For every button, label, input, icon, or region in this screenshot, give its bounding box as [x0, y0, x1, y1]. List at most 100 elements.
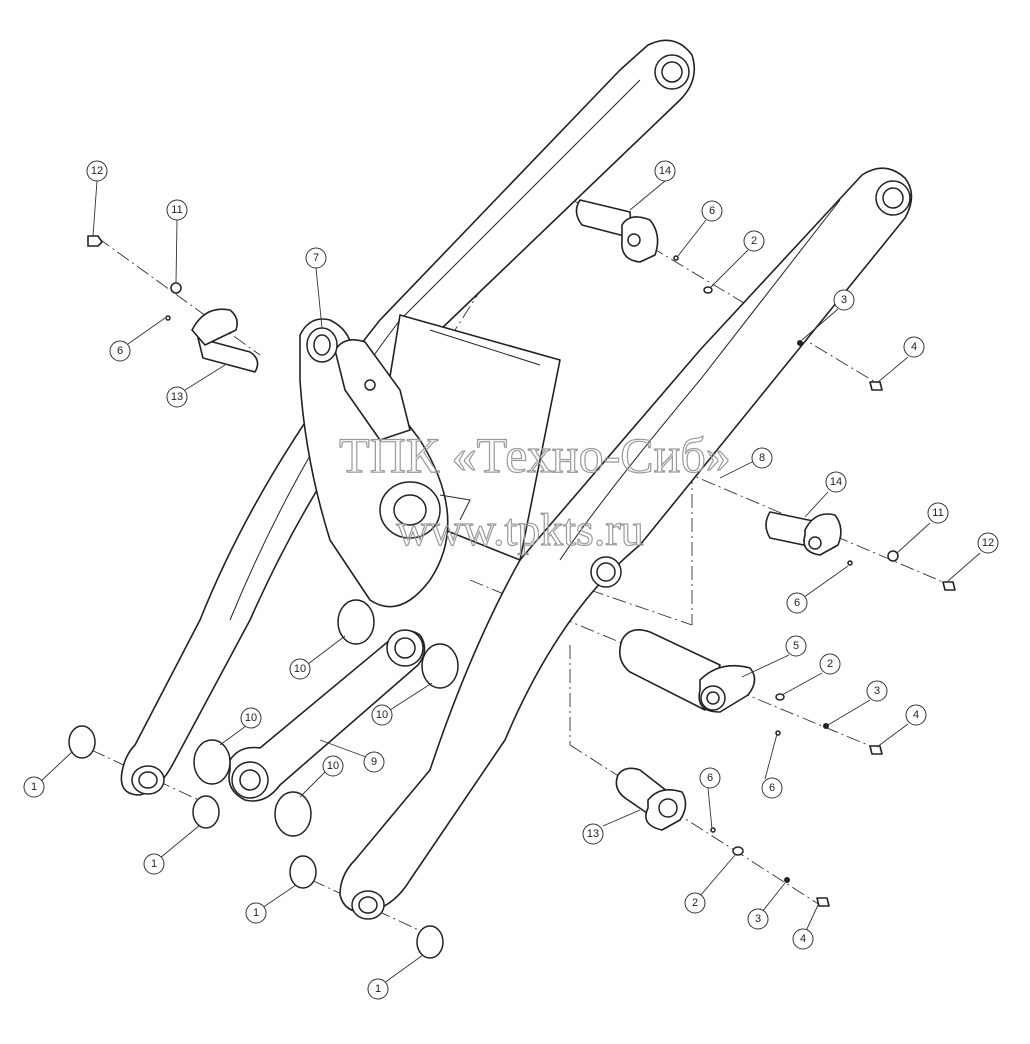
svg-text:10: 10: [294, 663, 306, 675]
svg-text:11: 11: [171, 204, 182, 216]
seal-rings: [68, 599, 459, 959]
bellcrank: [299, 318, 471, 608]
seal-ring-10a: [337, 599, 375, 645]
callout-2b: 2: [819, 653, 841, 675]
callouts: 12 11 6 13 7 14 6 2 3 4 8 14 11 12 6 5 2…: [23, 160, 999, 1000]
washer-6b: [673, 255, 679, 261]
right-boom-arm: [339, 167, 913, 920]
callout-13a: 13: [166, 386, 188, 408]
callout-4b: 4: [905, 704, 927, 726]
svg-text:9: 9: [371, 756, 377, 768]
link-arm: [228, 629, 426, 802]
svg-text:3: 3: [874, 685, 880, 697]
svg-text:12: 12: [91, 165, 103, 177]
callout-8: 8: [751, 447, 773, 469]
svg-text:10: 10: [376, 709, 388, 721]
callout-10b: 10: [371, 704, 393, 726]
watermark-line1: ТПК «Техно-Сиб»: [339, 427, 731, 483]
nut-11a: [170, 282, 182, 294]
washer-2a: [703, 286, 713, 294]
svg-text:6: 6: [707, 772, 713, 784]
svg-text:14: 14: [659, 165, 671, 177]
nut-3b: [823, 723, 829, 729]
bolt-12a: [87, 235, 103, 247]
bolt-4a: [869, 381, 883, 391]
callout-1b: 1: [143, 853, 165, 875]
svg-text:2: 2: [751, 235, 757, 247]
callout-6b: 6: [701, 200, 723, 222]
callout-1c: 1: [245, 902, 267, 924]
seal-ring-1c: [289, 855, 317, 889]
callout-11a: 11: [166, 199, 188, 221]
nut-3a: [797, 340, 803, 346]
callout-3b: 3: [866, 680, 888, 702]
callout-14a: 14: [654, 160, 676, 182]
left-boom-arm: [120, 39, 696, 796]
svg-text:4: 4: [800, 933, 806, 945]
svg-text:4: 4: [913, 709, 919, 721]
callout-4a: 4: [903, 336, 925, 358]
seal-ring-10b: [421, 643, 459, 689]
washer-2c: [732, 846, 744, 856]
callout-6e: 6: [699, 767, 721, 789]
callout-14b: 14: [825, 471, 847, 493]
svg-text:1: 1: [375, 983, 381, 995]
svg-text:10: 10: [327, 760, 339, 772]
callout-10a: 10: [289, 658, 311, 680]
callout-4c: 4: [792, 928, 814, 950]
washer-6c: [847, 560, 853, 566]
washer-6a: [165, 315, 171, 321]
svg-text:2: 2: [692, 897, 698, 909]
pins: [191, 199, 842, 831]
svg-text:2: 2: [827, 658, 833, 670]
svg-text:7: 7: [313, 252, 319, 264]
seal-ring-10c: [193, 739, 231, 785]
svg-text:11: 11: [932, 507, 943, 519]
callout-5: 5: [785, 635, 807, 657]
callout-2a: 2: [743, 230, 765, 252]
callout-leaders: [39, 180, 981, 984]
svg-text:4: 4: [911, 341, 917, 353]
callout-3c: 3: [747, 908, 769, 930]
callout-6a: 6: [109, 340, 131, 362]
callout-9: 9: [363, 751, 385, 773]
seal-ring-1d: [416, 925, 444, 959]
seal-ring-1b: [192, 795, 220, 829]
svg-text:13: 13: [587, 828, 599, 840]
seal-ring-1a: [68, 725, 96, 759]
watermark: ТПК «Техно-Сиб» www.tpkts.ru: [339, 426, 732, 555]
callout-2c: 2: [684, 892, 706, 914]
callout-10c: 10: [240, 707, 262, 729]
callout-10d: 10: [322, 755, 344, 777]
washer-2b: [775, 693, 785, 701]
svg-text:14: 14: [830, 476, 842, 488]
svg-text:3: 3: [755, 913, 761, 925]
svg-text:13: 13: [171, 391, 183, 403]
svg-text:6: 6: [794, 597, 800, 609]
svg-text:12: 12: [982, 537, 994, 549]
svg-text:5: 5: [793, 640, 799, 652]
svg-text:1: 1: [151, 858, 157, 870]
callout-11b: 11: [927, 502, 949, 524]
bolt-4b: [869, 745, 883, 755]
svg-text:8: 8: [759, 452, 765, 464]
nut-3c: [784, 877, 790, 883]
svg-text:1: 1: [31, 781, 37, 793]
nut-11b: [887, 550, 899, 562]
callout-1a: 1: [23, 776, 45, 798]
callout-12a: 12: [86, 160, 108, 182]
callout-6c: 6: [786, 592, 808, 614]
svg-text:6: 6: [709, 205, 715, 217]
callout-7: 7: [305, 247, 327, 269]
svg-text:3: 3: [841, 294, 847, 306]
watermark-line2: www.tpkts.ru: [396, 504, 643, 555]
svg-text:6: 6: [769, 782, 775, 794]
callout-3a: 3: [833, 289, 855, 311]
bolt-4c: [816, 897, 830, 907]
callout-13b: 13: [582, 823, 604, 845]
callout-6d: 6: [761, 777, 783, 799]
seal-ring-10d: [274, 791, 312, 837]
bolt-12b: [942, 581, 956, 591]
